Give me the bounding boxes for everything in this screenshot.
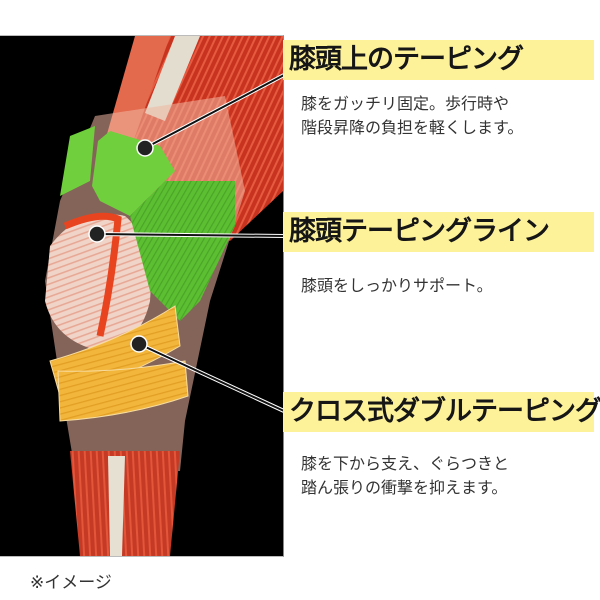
section-kneecap-taping-line: 膝頭テーピングライン 膝頭をしっかりサポート。 — [283, 212, 600, 298]
section-description: 膝を下から支え、ぐらつきと 踏ん張りの衝撃を抑えます。 — [283, 452, 600, 500]
description-line: 膝を下から支え、ぐらつきと — [301, 454, 510, 473]
section-title: クロス式ダブルテーピング — [283, 392, 600, 432]
section-cross-double-taping: クロス式ダブルテーピング 膝を下から支え、ぐらつきと 踏ん張りの衝撃を抑えます。 — [283, 392, 600, 500]
section-description: 膝頭をしっかりサポート。 — [283, 274, 600, 298]
description-line: 階段昇降の負担を軽くします。 — [301, 118, 524, 137]
section-title: 膝頭上のテーピング — [283, 40, 594, 80]
knee-taping-illustration — [0, 35, 284, 557]
section-description: 膝をガッチリ固定。歩行時や 階段昇降の負担を軽くします。 — [283, 92, 600, 140]
description-line: 膝をガッチリ固定。歩行時や — [301, 94, 510, 113]
image-footnote: ※イメージ — [30, 573, 112, 593]
section-title: 膝頭テーピングライン — [283, 212, 594, 252]
description-line: 踏ん張りの衝撃を抑えます。 — [301, 478, 508, 497]
description-line: 膝頭をしっかりサポート。 — [301, 276, 493, 295]
section-upper-kneecap-taping: 膝頭上のテーピング 膝をガッチリ固定。歩行時や 階段昇降の負担を軽くします。 — [283, 40, 600, 140]
knee-illustration-graphic — [45, 36, 283, 556]
